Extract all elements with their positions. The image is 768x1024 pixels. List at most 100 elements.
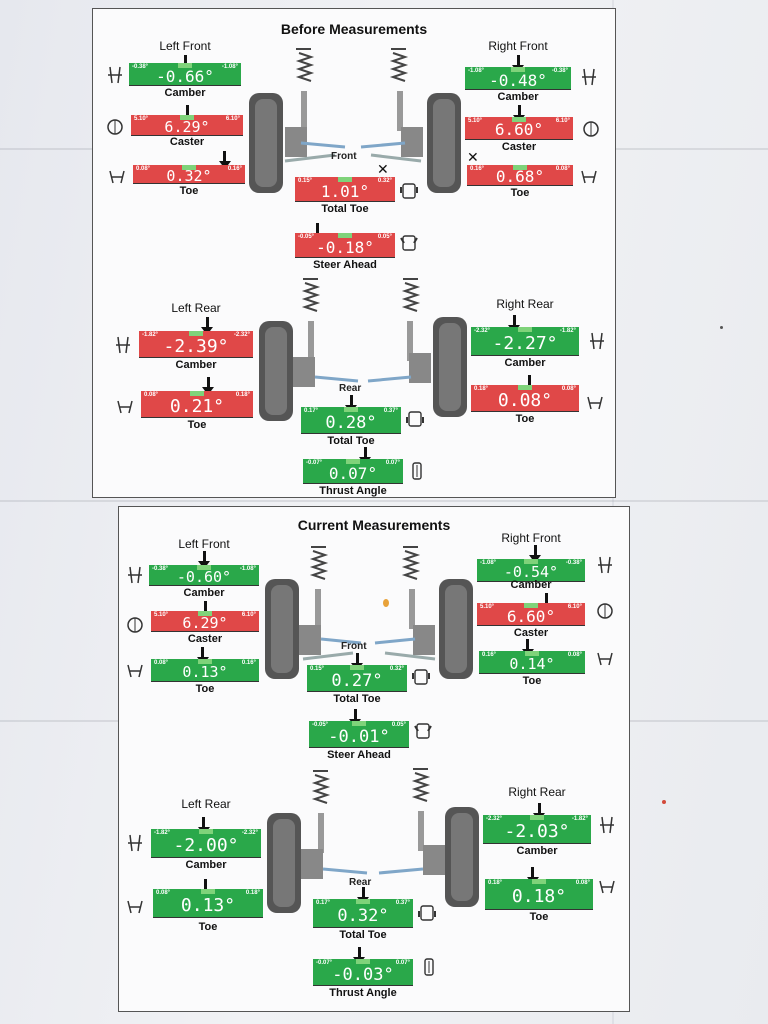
before-title: Before Measurements	[280, 21, 428, 37]
max-limit: -1.82°	[559, 328, 576, 334]
thrust-angle-bar: -0.07° 0.07° 0.07°	[303, 459, 403, 484]
toe-caption: Toe	[522, 675, 542, 687]
caster-wheel-icon	[105, 117, 125, 137]
toe-bar: 0.18° 0.08° 0.08°	[471, 385, 579, 412]
camber-caption: Camber	[183, 587, 225, 599]
toe-bar: 0.08° 0.16° 0.13°	[151, 659, 259, 682]
caster-caption: Caster	[187, 633, 223, 645]
total-toe-value: 0.28°	[325, 413, 377, 433]
toe-wheel-icon	[597, 877, 617, 897]
rear-axle-diagram	[253, 273, 473, 423]
max-limit: -1.08°	[221, 64, 238, 70]
total-toe-caption: Total Toe	[333, 693, 381, 705]
current-title: Current Measurements	[297, 517, 451, 533]
min-limit: 0.17°	[316, 900, 331, 906]
min-limit: 0.16°	[470, 166, 485, 172]
min-limit: 0.16°	[482, 652, 497, 658]
toe-value: 0.32°	[166, 167, 212, 185]
camber-value: -2.39°	[163, 336, 229, 357]
right-front-caster-gauge: 5.10° 6.10° 6.60° Caster	[477, 589, 585, 641]
min-limit: -2.32°	[474, 328, 491, 334]
min-limit: -1.82°	[154, 830, 171, 836]
camber-wheel-icon	[125, 565, 145, 585]
total-toe-bar: 0.17° 0.37° 0.28°	[301, 407, 401, 434]
caster-value: 6.29°	[164, 118, 210, 136]
camber-value: -0.54°	[503, 563, 559, 581]
max-limit: -1.82°	[571, 816, 588, 822]
total-toe-value: 0.32°	[337, 906, 389, 926]
paper-mark	[720, 326, 723, 329]
min-limit: 0.08°	[136, 166, 151, 172]
right-front-label: Right Front	[501, 531, 561, 545]
caster-caption: Caster	[169, 136, 205, 148]
toe-wheel-icon	[125, 661, 145, 681]
caster-bar: 5.10° 6.10° 6.29°	[151, 611, 259, 632]
camber-caption: Camber	[185, 859, 227, 871]
left-front-label: Left Front	[178, 537, 230, 551]
right-rear-toe-gauge: 0.18° 0.08° 0.18° Toe	[485, 863, 593, 927]
toe-caption: Toe	[187, 419, 207, 431]
max-limit: 6.10°	[225, 116, 240, 122]
front-axle-label: Front	[341, 641, 367, 652]
toe-caption: Toe	[195, 683, 215, 695]
camber-caption: Camber	[504, 357, 546, 369]
toe-value: 0.68°	[495, 167, 545, 186]
max-limit: 0.05°	[377, 234, 392, 240]
toe-wheel-icon	[585, 393, 605, 413]
out-of-spec-x-icon: ✕	[377, 161, 389, 177]
right-rear-label: Right Rear	[508, 785, 566, 799]
min-limit: -0.38°	[152, 566, 169, 572]
toe-value: 0.13°	[180, 895, 236, 916]
toe-value: 0.13°	[182, 663, 228, 681]
left-rear-toe-gauge: 0.08° 0.18° 0.21° Toe	[141, 371, 253, 431]
min-limit: -0.05°	[298, 234, 315, 240]
caster-wheel-icon	[125, 615, 145, 635]
total-toe-value: 0.27°	[331, 671, 383, 691]
max-limit: 0.16°	[227, 166, 242, 172]
total-toe-bar: 0.15° 0.32° 1.01°	[295, 177, 395, 202]
rear-total-toe-gauge: 0.17° 0.37° 0.32° Total Toe	[313, 887, 413, 943]
toe-wheel-icon	[107, 167, 127, 187]
camber-caption: Camber	[175, 359, 217, 371]
caster-wheel-icon	[581, 119, 601, 139]
max-limit: 0.16°	[241, 660, 256, 666]
camber-bar: -1.82° -2.32° -2.00°	[151, 829, 261, 858]
thrust-angle-value: 0.07°	[328, 464, 378, 483]
camber-wheel-icon	[595, 555, 615, 575]
steer-ahead-caption: Steer Ahead	[313, 259, 377, 271]
toe-wheel-icon	[579, 167, 599, 187]
total-toe-bar: 0.17° 0.37° 0.32°	[313, 899, 413, 928]
max-limit: 0.07°	[395, 960, 410, 966]
max-limit: 0.32°	[377, 178, 392, 184]
toe-caption: Toe	[515, 413, 535, 425]
max-limit: 6.10°	[241, 612, 256, 618]
vehicle-toe-icon	[405, 409, 425, 429]
steer-ahead-bar: -0.05° 0.05° -0.01°	[309, 721, 409, 748]
min-limit: -2.32°	[486, 816, 503, 822]
camber-value: -2.03°	[504, 821, 570, 842]
before-measurements-panel: Before Measurements Front	[92, 8, 616, 498]
caster-caption: Caster	[501, 141, 537, 153]
toe-bar: 0.16° 0.08° 0.68°	[467, 165, 573, 186]
camber-value: -2.00°	[173, 835, 239, 856]
left-front-toe-gauge: 0.08° 0.16° 0.13° Toe	[151, 643, 259, 695]
min-limit: 0.08°	[144, 392, 159, 398]
right-rear-label: Right Rear	[496, 297, 554, 311]
camber-bar: -1.08° -0.38° -0.54°	[477, 559, 585, 582]
steer-ahead-bar: -0.05° 0.05° -0.18°	[295, 233, 395, 258]
max-limit: -1.08°	[239, 566, 256, 572]
left-front-label: Left Front	[159, 39, 211, 53]
steer-ahead-value: -0.01°	[328, 727, 390, 747]
min-limit: 5.10°	[134, 116, 149, 122]
camber-wheel-icon	[113, 335, 133, 355]
total-toe-value: 1.01°	[320, 182, 370, 201]
max-limit: 6.10°	[567, 604, 582, 610]
total-toe-caption: Total Toe	[321, 203, 369, 215]
left-front-toe-gauge: 0.08° 0.16° 0.32° Toe	[133, 149, 245, 199]
vehicle-toe-icon	[411, 667, 431, 687]
max-limit: -2.32°	[233, 332, 250, 338]
min-limit: 0.18°	[488, 880, 503, 886]
min-limit: -0.07°	[306, 460, 323, 466]
total-toe-bar: 0.15° 0.32° 0.27°	[307, 665, 407, 692]
thrust-angle-caption: Thrust Angle	[319, 485, 387, 497]
